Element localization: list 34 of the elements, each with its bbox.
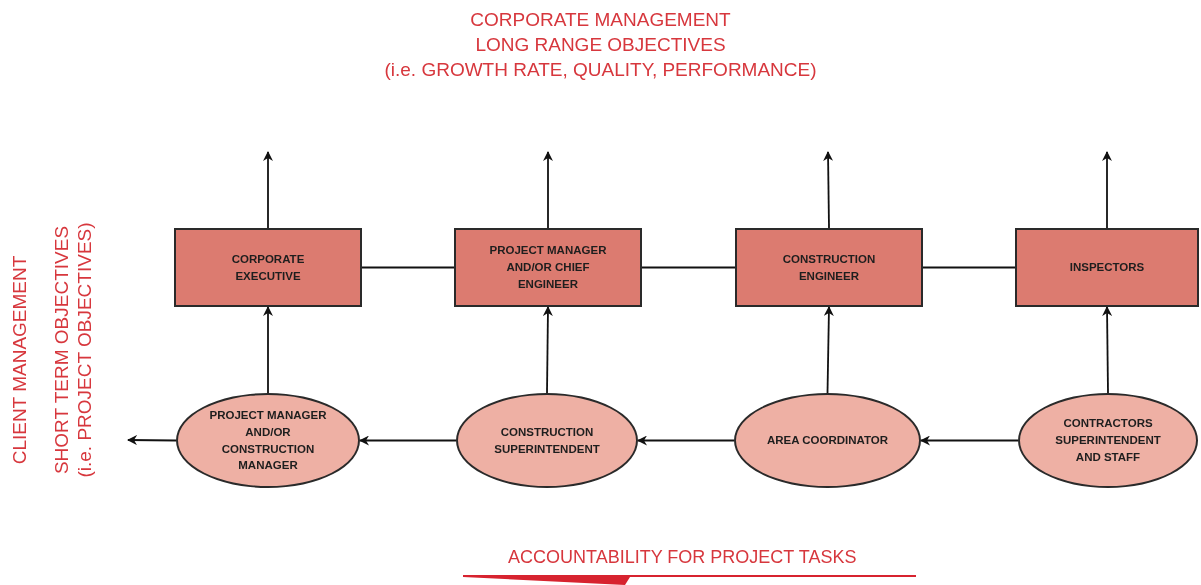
arrow — [1102, 151, 1112, 229]
heading-text: LONG RANGE OBJECTIVES — [474, 33, 727, 57]
arrow — [543, 151, 553, 229]
role-box — [1015, 228, 1199, 307]
node-label: AREA COORDINATOR — [766, 433, 889, 449]
arrow — [637, 435, 735, 446]
node-label: CONTRACTORS SUPERINTENDENT AND STAFF — [1054, 416, 1162, 465]
arrow — [263, 151, 273, 229]
node-label: PROJECT MANAGER AND/OR CONSTRUCTION MANAGER — [208, 408, 328, 474]
node-label: CORPORATE EXECUTIVE — [230, 251, 306, 284]
node-label: PROJECT MANAGER AND/OR CHIEF ENGINEER — [488, 243, 608, 292]
side-heading-text: (i.e. PROJECT OBJECTIVES) — [74, 222, 96, 478]
connector-line — [361, 266, 455, 269]
heading-text: CORPORATE MANAGEMENT — [469, 8, 732, 32]
role-box — [735, 228, 923, 307]
footer-heading-text: ACCOUNTABILITY FOR PROJECT TASKS — [508, 547, 857, 568]
side-heading-text: CLIENT MANAGEMENT — [9, 255, 31, 465]
node-label: INSPECTORS — [1069, 260, 1145, 276]
arrow — [542, 306, 553, 394]
arrow — [263, 306, 273, 394]
connector-line — [922, 266, 1016, 269]
arrow — [823, 306, 834, 394]
arrow — [359, 435, 457, 446]
connector-line — [641, 266, 736, 269]
node-label: CONSTRUCTION SUPERINTENDENT — [493, 424, 601, 457]
role-box — [454, 228, 642, 307]
role-box — [174, 228, 362, 307]
arrow — [1102, 306, 1113, 394]
node-label: CONSTRUCTION ENGINEER — [781, 251, 877, 284]
side-heading-text: SHORT TERM OBJECTIVES — [51, 225, 73, 475]
arrow — [920, 435, 1019, 446]
heading-text: (i.e. GROWTH RATE, QUALITY, PERFORMANCE) — [383, 58, 818, 82]
arrow — [127, 435, 177, 446]
arrow — [823, 151, 834, 229]
